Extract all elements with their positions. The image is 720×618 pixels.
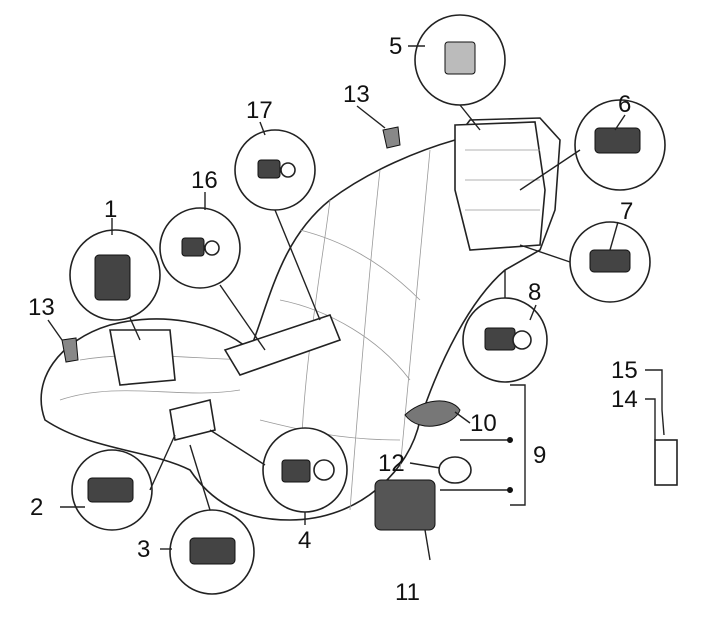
callout-6: 6 [618, 91, 631, 118]
callout-12: 12 [378, 450, 405, 477]
callout-10: 10 [470, 410, 497, 437]
handlebar-assembly [40, 117, 561, 521]
leader-lines [47, 45, 663, 550]
callout-2: 2 [30, 494, 43, 521]
callout-13-left: 13 [28, 294, 55, 321]
callout-3: 3 [137, 536, 150, 563]
callout-9: 9 [533, 442, 546, 469]
callout-15: 15 [611, 357, 638, 384]
callout-13-top: 13 [343, 81, 370, 108]
detail-circles [69, 14, 666, 595]
callout-8: 8 [528, 279, 541, 306]
loose-parts [61, 126, 678, 561]
callout-11: 11 [395, 579, 420, 606]
callout-1: 1 [104, 196, 117, 223]
callout-4: 4 [298, 527, 311, 554]
callout-numbers: 1 2 3 4 5 6 7 8 9 10 11 12 13 13 14 15 1… [28, 33, 638, 606]
callout-14: 14 [611, 386, 638, 413]
callout-16: 16 [191, 167, 218, 194]
callout-5: 5 [389, 33, 402, 60]
callout-7: 7 [620, 198, 633, 225]
callout-17: 17 [246, 97, 273, 124]
